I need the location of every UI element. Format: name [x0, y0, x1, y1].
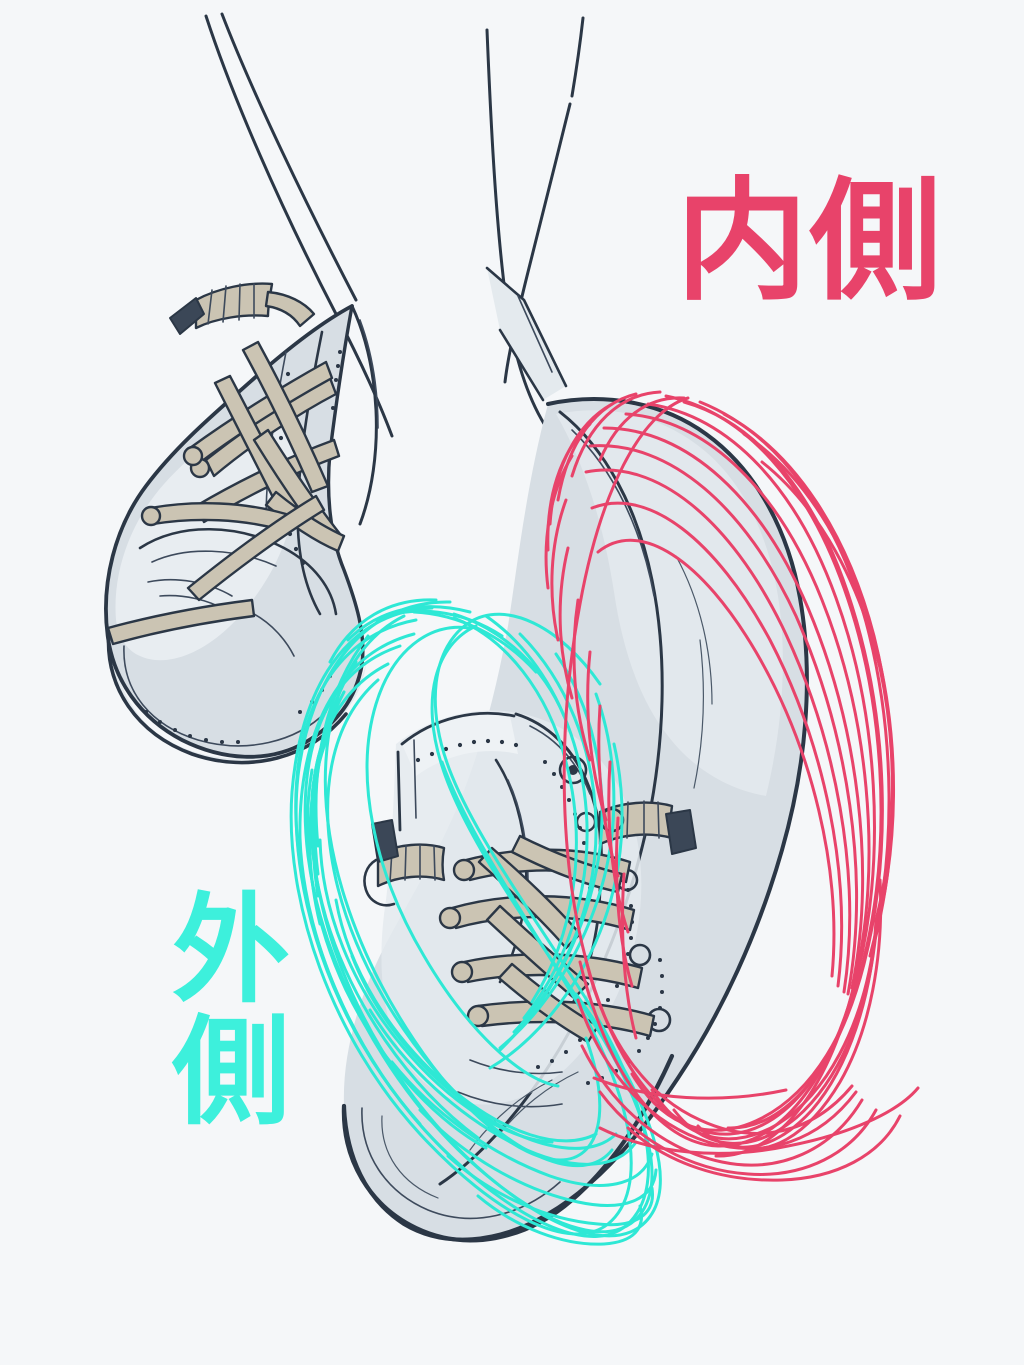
aglet-upper-left-sneaker — [169, 282, 316, 335]
label-outer-side: 外側 — [172, 889, 291, 1133]
stitch-dots-tongue — [415, 738, 519, 763]
upper-left-sneaker — [104, 282, 379, 765]
label-outer-line2: 側 — [172, 1002, 292, 1141]
label-inner-side: 内側 — [676, 165, 943, 319]
aglet-left-cluster — [363, 819, 446, 907]
label-outer-line1: 外 — [172, 881, 292, 1019]
laces-upper-left-sneaker — [106, 340, 346, 646]
legs-group — [204, 12, 585, 438]
